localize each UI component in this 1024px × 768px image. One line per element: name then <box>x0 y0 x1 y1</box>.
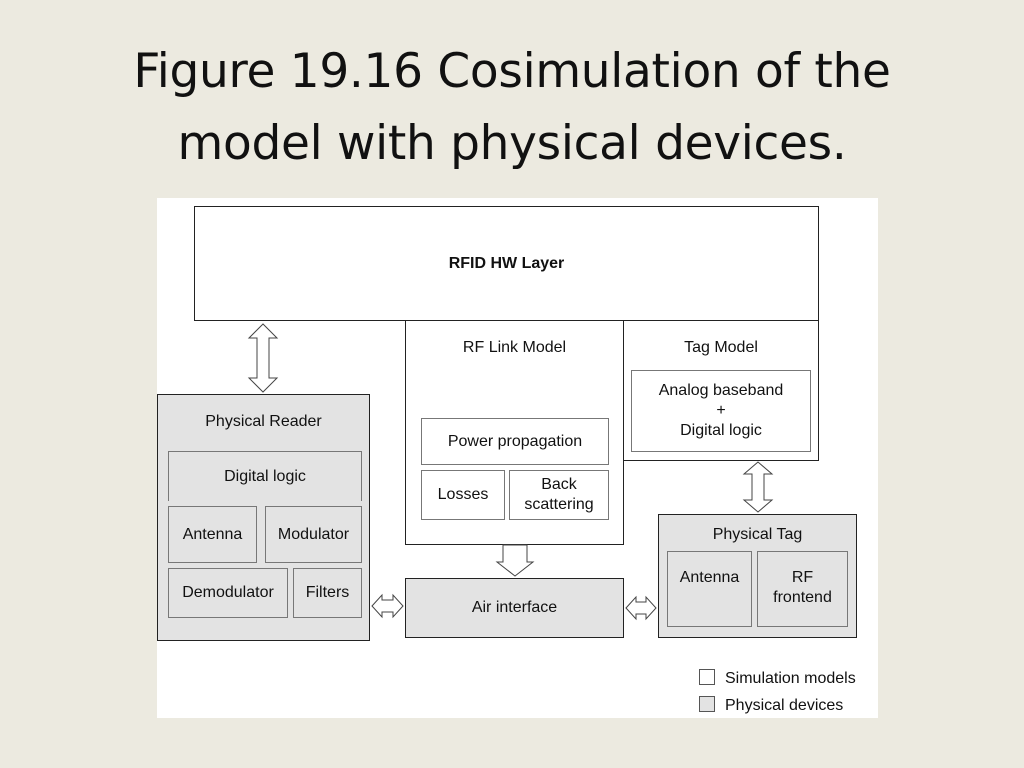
physical-tag-title: Physical Tag <box>712 526 803 543</box>
power-propagation-label: Power propagation <box>447 432 583 450</box>
plus-label: + <box>716 402 726 419</box>
demodulator-label: Demodulator <box>182 584 274 601</box>
back-scattering-line-2: scattering <box>524 496 594 513</box>
rfid-hw-layer-label: RFID HW Layer <box>448 254 565 272</box>
reader-air-double-arrow <box>371 593 404 619</box>
rflink-air-down-arrow <box>495 544 535 577</box>
losses-label: Losses <box>437 486 489 503</box>
legend-physical-swatch <box>699 696 715 712</box>
legend-simulation-label: Simulation models <box>725 670 856 687</box>
reader-antenna-label: Antenna <box>182 525 243 543</box>
reader-digital-logic-box: Digital logic <box>168 451 362 501</box>
losses-box: Losses <box>421 470 505 520</box>
rf-frontend-line-2: frontend <box>773 589 832 606</box>
tag-model-box: Tag Model Analog baseband + Digital logi… <box>623 320 819 461</box>
title-line-1: Figure 19.16 Cosimulation of the <box>133 44 891 99</box>
rfid-hw-layer-box: RFID HW Layer <box>194 206 819 321</box>
modulator-box: Modulator <box>265 506 362 563</box>
demodulator-box: Demodulator <box>168 568 288 618</box>
slide-title: Figure 19.16 Cosimulation of the model w… <box>0 36 1024 180</box>
physical-reader-box: Physical Reader Digital logic Antenna Mo… <box>157 394 370 641</box>
rf-frontend-line-1: RF <box>791 569 814 586</box>
analog-baseband-label: Analog baseband <box>658 382 784 399</box>
filters-label: Filters <box>305 584 350 601</box>
tag-physical-double-arrow <box>742 461 774 513</box>
back-scattering-box: Back scattering <box>509 470 609 520</box>
reader-digital-logic-label: Digital logic <box>224 467 306 485</box>
title-line-2: model with physical devices. <box>177 116 847 171</box>
filters-box: Filters <box>293 568 362 618</box>
legend-physical-label: Physical devices <box>725 697 844 714</box>
cosimulation-diagram: RFID HW Layer RF Link Model Power propag… <box>157 198 878 718</box>
legend-simulation-swatch <box>699 669 715 685</box>
modulator-label: Modulator <box>277 525 350 543</box>
physical-reader-title: Physical Reader <box>205 413 322 430</box>
air-tag-double-arrow <box>625 595 657 621</box>
physical-tag-box: Physical Tag Antenna RF frontend <box>658 514 857 638</box>
reader-antenna-box: Antenna <box>168 506 257 563</box>
tag-digital-logic-label: Digital logic <box>680 422 762 439</box>
air-interface-label: Air interface <box>471 599 558 616</box>
tag-antenna-label: Antenna <box>679 569 740 586</box>
air-interface-box: Air interface <box>405 578 624 638</box>
rf-frontend-box: RF frontend <box>757 551 848 627</box>
tag-antenna-box: Antenna <box>667 551 752 627</box>
back-scattering-line-1: Back <box>541 476 577 493</box>
analog-digital-box: Analog baseband + Digital logic <box>631 370 811 452</box>
tag-model-title: Tag Model <box>684 339 758 356</box>
power-propagation-box: Power propagation <box>421 418 609 465</box>
reader-hw-double-arrow <box>247 323 279 393</box>
rf-link-model-box: RF Link Model Power propagation Losses B… <box>405 320 624 545</box>
rf-link-model-title: RF Link Model <box>462 339 567 356</box>
connection-arrows <box>247 323 774 621</box>
